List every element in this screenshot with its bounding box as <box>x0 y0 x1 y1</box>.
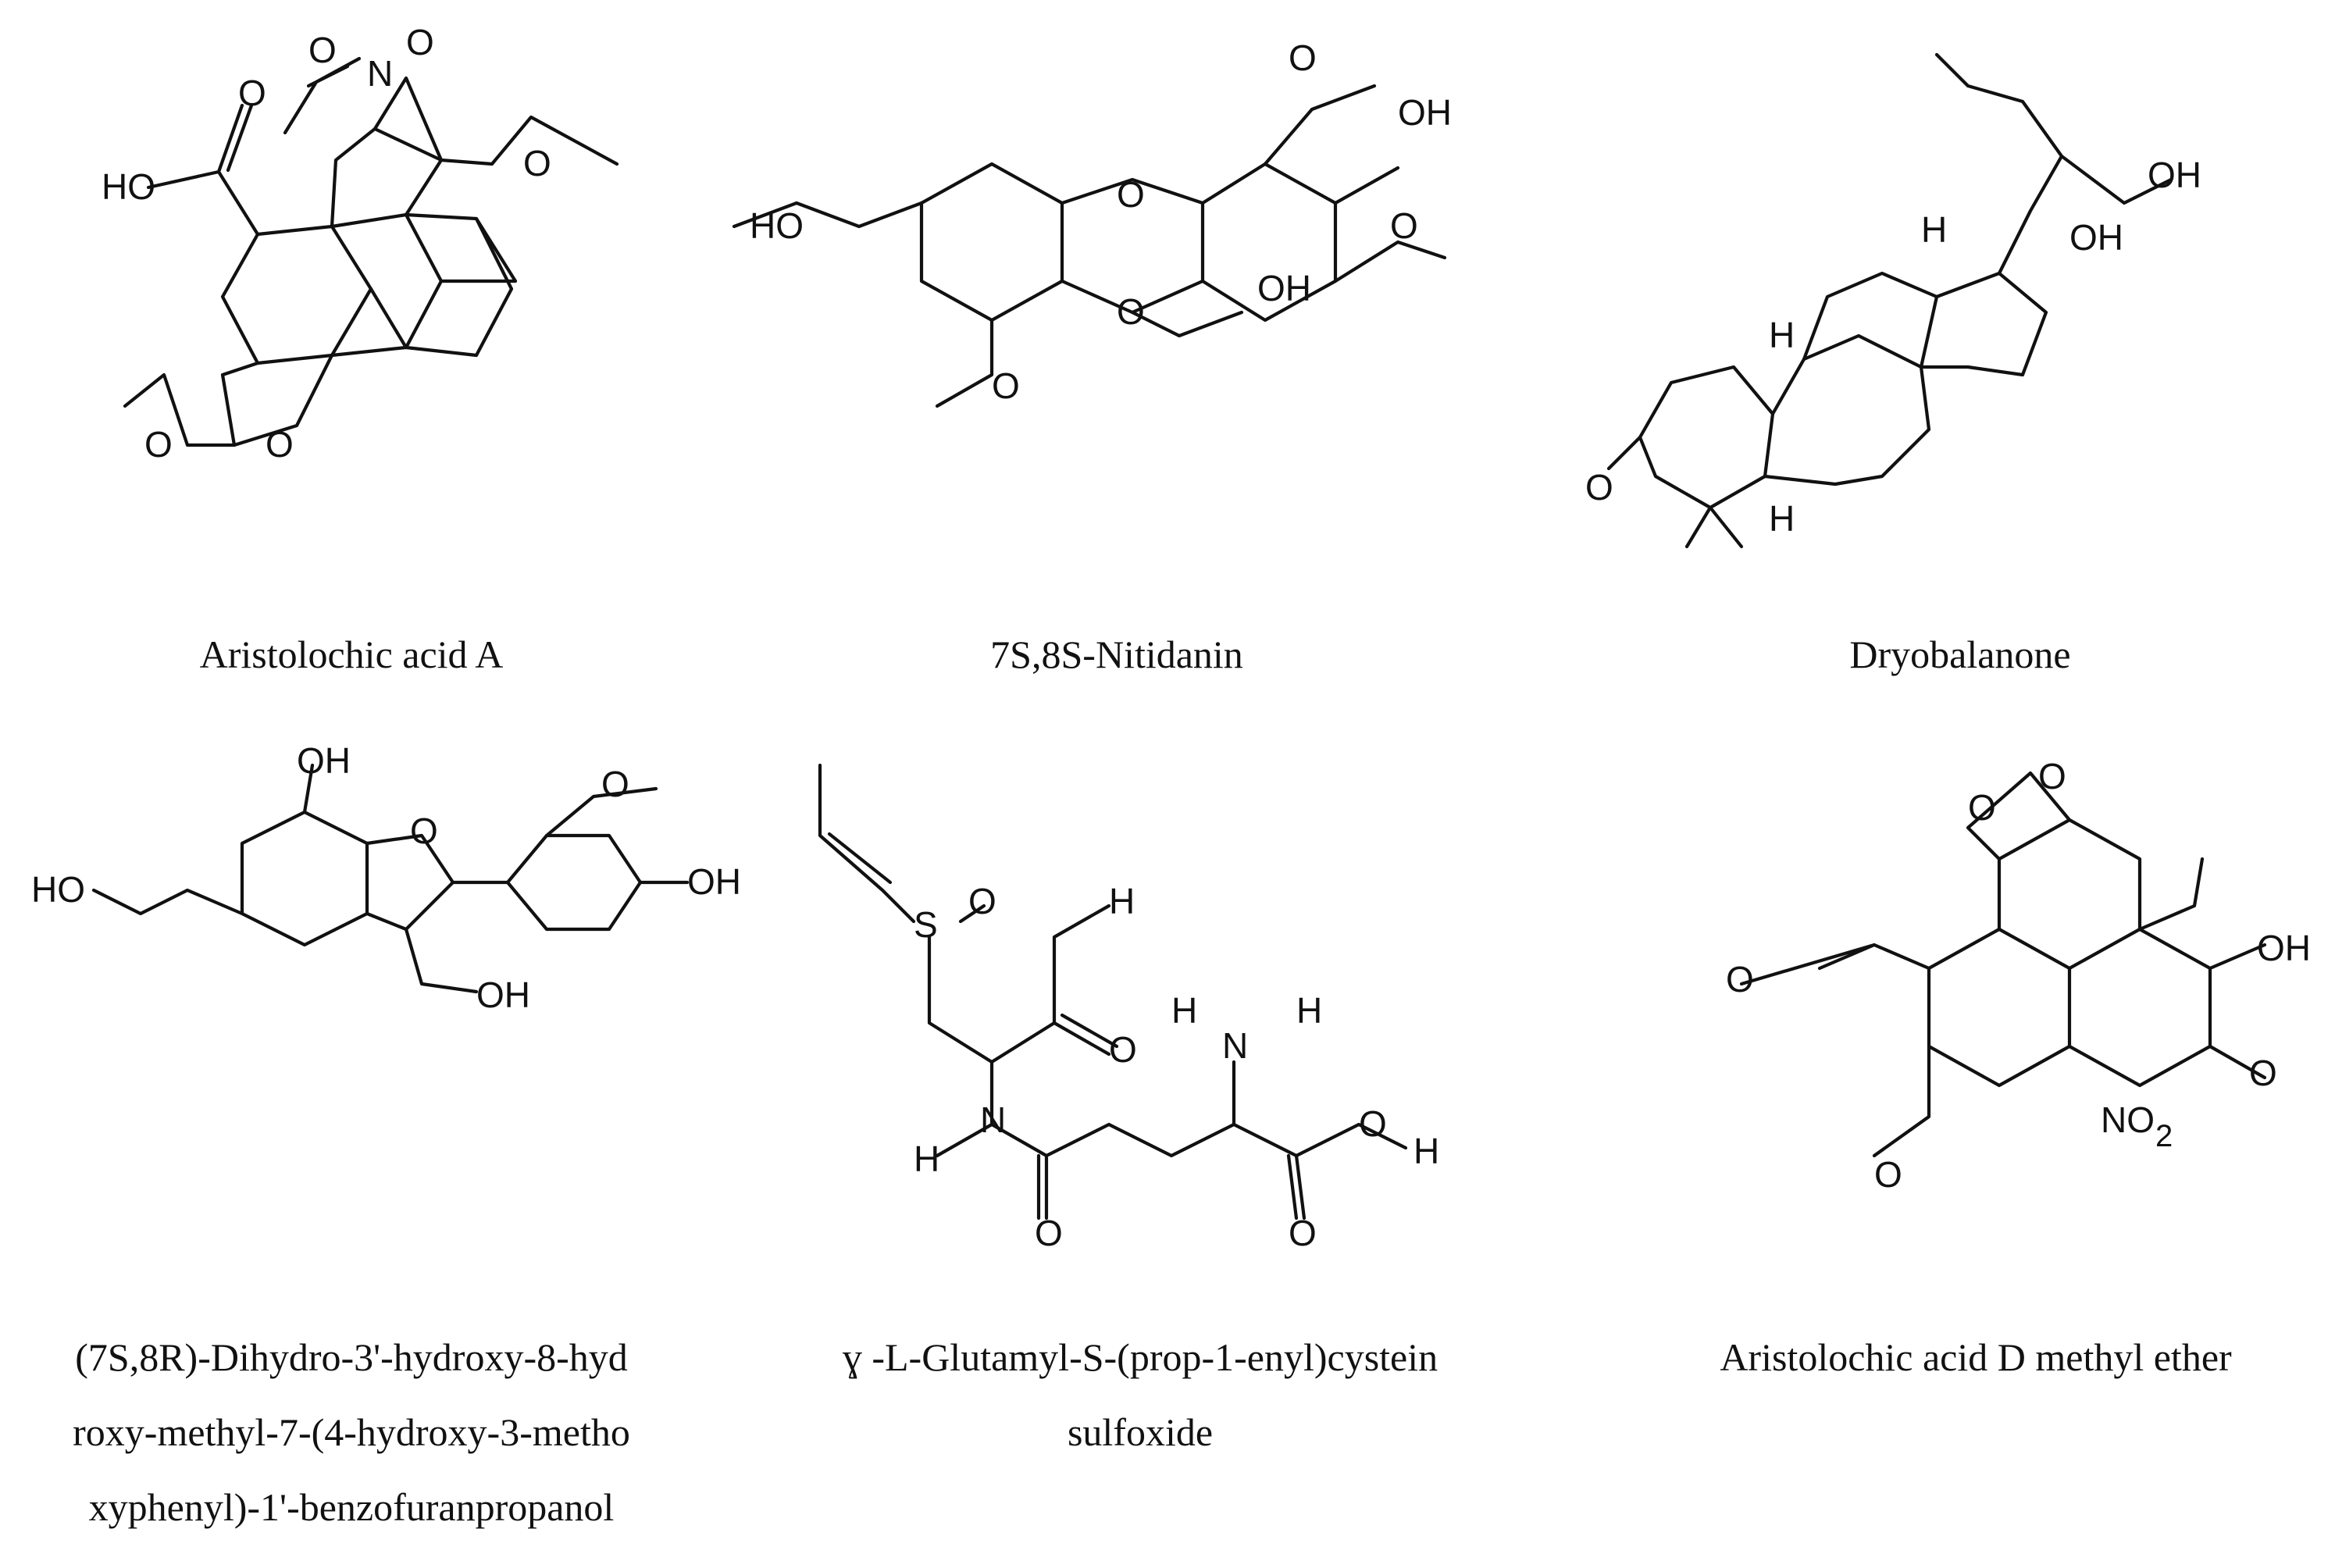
atom-label: O <box>144 424 173 465</box>
atom-label: H <box>1413 1131 1439 1171</box>
atom-label: O <box>1874 1154 1902 1195</box>
atom-label: H <box>1296 990 1322 1031</box>
atom-label: N <box>367 53 393 94</box>
caption-benzofuranpropanol: (7S,8R)-Dihydro-3'-hydroxy-8-hyd roxy-me… <box>0 1320 703 1545</box>
atom-label: N <box>1222 1025 1248 1066</box>
caption-line: xyphenyl)-1'-benzofuranpropanol <box>88 1485 615 1529</box>
caption-line: roxy-methyl-7-(4-hydroxy-3-metho <box>73 1410 630 1454</box>
atom-label: H <box>1769 498 1795 539</box>
caption-aristolochic-acid-a: Aristolochic acid A <box>199 633 504 676</box>
caption-dryobalanone: Dryobalanone <box>1849 633 2071 676</box>
atom-label: O <box>1390 205 1418 246</box>
atom-label: OH <box>1257 268 1311 308</box>
atom-label: OH <box>2257 928 2311 968</box>
caption-7s8s-nitidanin: 7S,8S-Nitidanin <box>990 633 1243 676</box>
atom-label: H <box>1109 881 1135 921</box>
atom-label: O <box>266 424 294 465</box>
atom-label: O <box>523 143 551 184</box>
caption-aristolochic-acid-d-methyl-ether: Aristolochic acid D methyl ether <box>1720 1335 2232 1379</box>
structure-7s8s-nitidanin: HO O O OH O O OH O <box>732 37 1452 408</box>
structure-dryobalanone: OH OH H H H O <box>1585 52 2201 549</box>
atom-label: H <box>1171 990 1197 1031</box>
atom-label: OH <box>1398 92 1452 133</box>
atom-label: O <box>1289 37 1317 78</box>
caption-line: sulfoxide <box>1067 1410 1214 1454</box>
structure-glutamyl-cysteine-sulfoxide: S O H O H N H N H O O H O <box>818 763 1439 1253</box>
atom-label: NO <box>2101 1099 2155 1140</box>
atom-label: H <box>1921 209 1947 250</box>
atom-label: O <box>601 764 629 804</box>
atom-label: OH <box>297 740 351 781</box>
atom-label: OH <box>2148 155 2201 195</box>
structure-benzofuranpropanol: OH O O OH HO OH <box>31 740 741 1015</box>
atom-label: HO <box>750 205 804 246</box>
atom-label: HO <box>31 869 85 910</box>
atom-label: O <box>1117 174 1145 215</box>
atom-label: O <box>1117 291 1145 332</box>
atom-label: O <box>1109 1029 1137 1070</box>
caption-glutamyl-cysteine-sulfoxide: ɣ -L-Glutamyl-S-(prop-1-enyl)cystein sul… <box>765 1320 1515 1470</box>
structure-aristolochic-acid-a: O N O O HO O O O <box>102 22 619 465</box>
atom-label: O <box>1585 467 1613 508</box>
atom-label: H <box>1769 315 1795 355</box>
atom-label: O <box>1359 1103 1387 1144</box>
atom-label: H <box>914 1139 939 1179</box>
atom-label: O <box>1726 959 1754 1000</box>
atom-label: 2 <box>2155 1119 2173 1153</box>
atom-label: O <box>406 22 434 62</box>
atom-label: O <box>1035 1213 1063 1253</box>
caption-line: ɣ -L-Glutamyl-S-(prop-1-enyl)cystein <box>842 1335 1438 1379</box>
atom-label: O <box>992 365 1020 406</box>
atom-label: O <box>410 811 438 851</box>
atom-label: O <box>1968 787 1996 828</box>
structure-aristolochic-acid-d-methyl-ether: O O O OH O NO 2 O <box>1726 756 2311 1195</box>
caption-line: (7S,8R)-Dihydro-3'-hydroxy-8-hyd <box>75 1335 628 1379</box>
atom-label: O <box>308 30 337 70</box>
atom-label: N <box>980 1099 1006 1140</box>
atom-label: O <box>238 73 266 113</box>
atom-label: OH <box>687 861 741 902</box>
atom-label: OH <box>476 975 530 1015</box>
atom-label: O <box>2249 1053 2277 1093</box>
atom-label: OH <box>2069 217 2123 258</box>
atom-label: S <box>914 904 938 945</box>
atom-label: O <box>968 881 996 921</box>
atom-label: O <box>2038 756 2066 796</box>
atom-label: HO <box>102 166 155 207</box>
atom-label: O <box>1289 1213 1317 1253</box>
